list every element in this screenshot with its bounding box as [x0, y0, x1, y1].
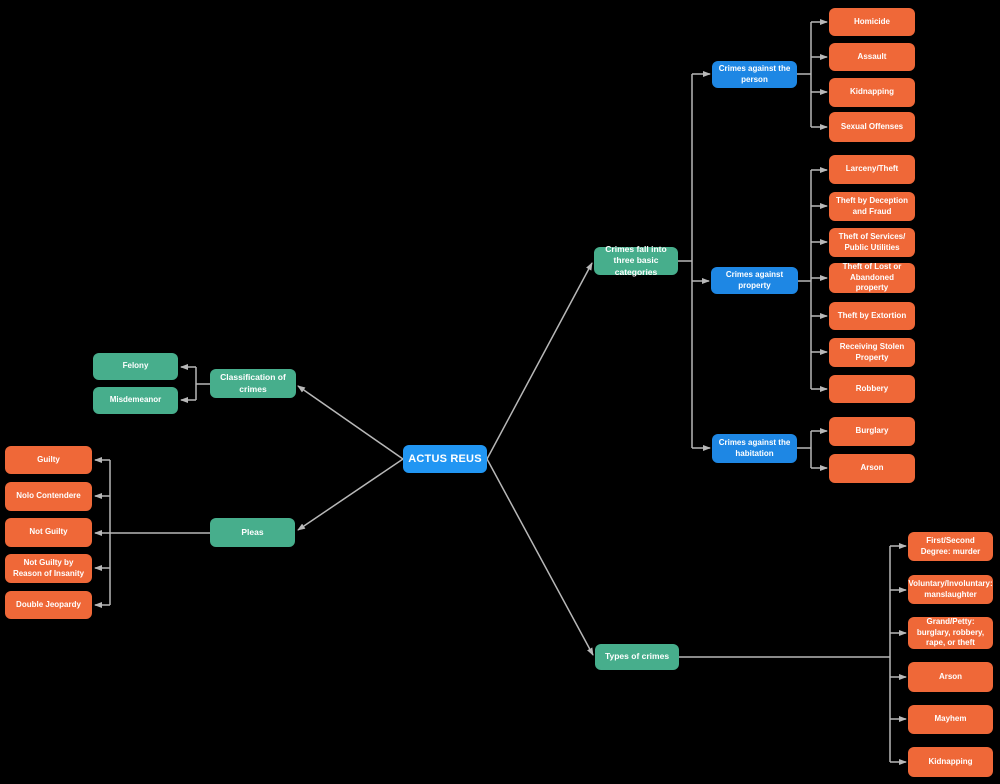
node-classification-of-crimes[interactable]: Classification of crimes — [210, 369, 296, 398]
node-assault[interactable]: Assault — [829, 43, 915, 71]
node-receiving-stolen-property[interactable]: Receiving Stolen Property — [829, 338, 915, 367]
node-crimes-against-the-person[interactable]: Crimes against the person — [712, 61, 797, 88]
node-sexual-offenses[interactable]: Sexual Offenses — [829, 112, 915, 142]
node-theft-of-lost-or-abandoned-property[interactable]: Theft of Lost or Abandoned property — [829, 262, 915, 293]
node-guilty[interactable]: Guilty — [5, 446, 92, 474]
node-kidnapping-types[interactable]: Kidnapping — [908, 747, 993, 777]
node-mayhem[interactable]: Mayhem — [908, 705, 993, 734]
node-misdemeanor[interactable]: Misdemeanor — [93, 387, 178, 414]
node-homicide[interactable]: Homicide — [829, 8, 915, 36]
node-pleas[interactable]: Pleas — [210, 518, 295, 547]
node-arson-types[interactable]: Arson — [908, 662, 993, 692]
node-burglary[interactable]: Burglary — [829, 417, 915, 446]
node-nolo-contendere[interactable]: Nolo Contendere — [5, 482, 92, 511]
node-crimes-against-property[interactable]: Crimes against property — [711, 267, 798, 294]
node-crimes-against-the-habitation[interactable]: Crimes against the habitation — [712, 434, 797, 463]
node-kidnapping[interactable]: Kidnapping — [829, 78, 915, 107]
node-not-guilty[interactable]: Not Guilty — [5, 518, 92, 547]
node-types-of-crimes[interactable]: Types of crimes — [595, 644, 679, 670]
node-crimes-fall-into-three-basic-categories[interactable]: Crimes fall into three basic categories — [594, 244, 678, 277]
node-arson-habitation[interactable]: Arson — [829, 454, 915, 483]
node-double-jeopardy[interactable]: Double Jeopardy — [5, 591, 92, 619]
node-not-guilty-by-reason-of-insanity[interactable]: Not Guilty by Reason of Insanity — [5, 554, 92, 583]
node-theft-by-deception-and-fraud[interactable]: Theft by Deception and Fraud — [829, 192, 915, 221]
node-felony[interactable]: Felony — [93, 353, 178, 380]
node-actus-reus[interactable]: ACTUS REUS — [403, 445, 487, 473]
node-robbery[interactable]: Robbery — [829, 375, 915, 403]
node-voluntary-involuntary-manslaughter[interactable]: Voluntary/Involuntary: manslaughter — [908, 575, 993, 604]
node-first-second-degree-murder[interactable]: First/Second Degree: murder — [908, 532, 993, 561]
node-grand-petty-burglary-robbery-rape-or-theft[interactable]: Grand/Petty: burglary, robbery, rape, or… — [908, 617, 993, 649]
node-theft-of-services-public-utilities[interactable]: Theft of Services/ Public Utilities — [829, 228, 915, 257]
node-larceny-theft[interactable]: Larceny/Theft — [829, 155, 915, 184]
node-theft-by-extortion[interactable]: Theft by Extortion — [829, 302, 915, 330]
